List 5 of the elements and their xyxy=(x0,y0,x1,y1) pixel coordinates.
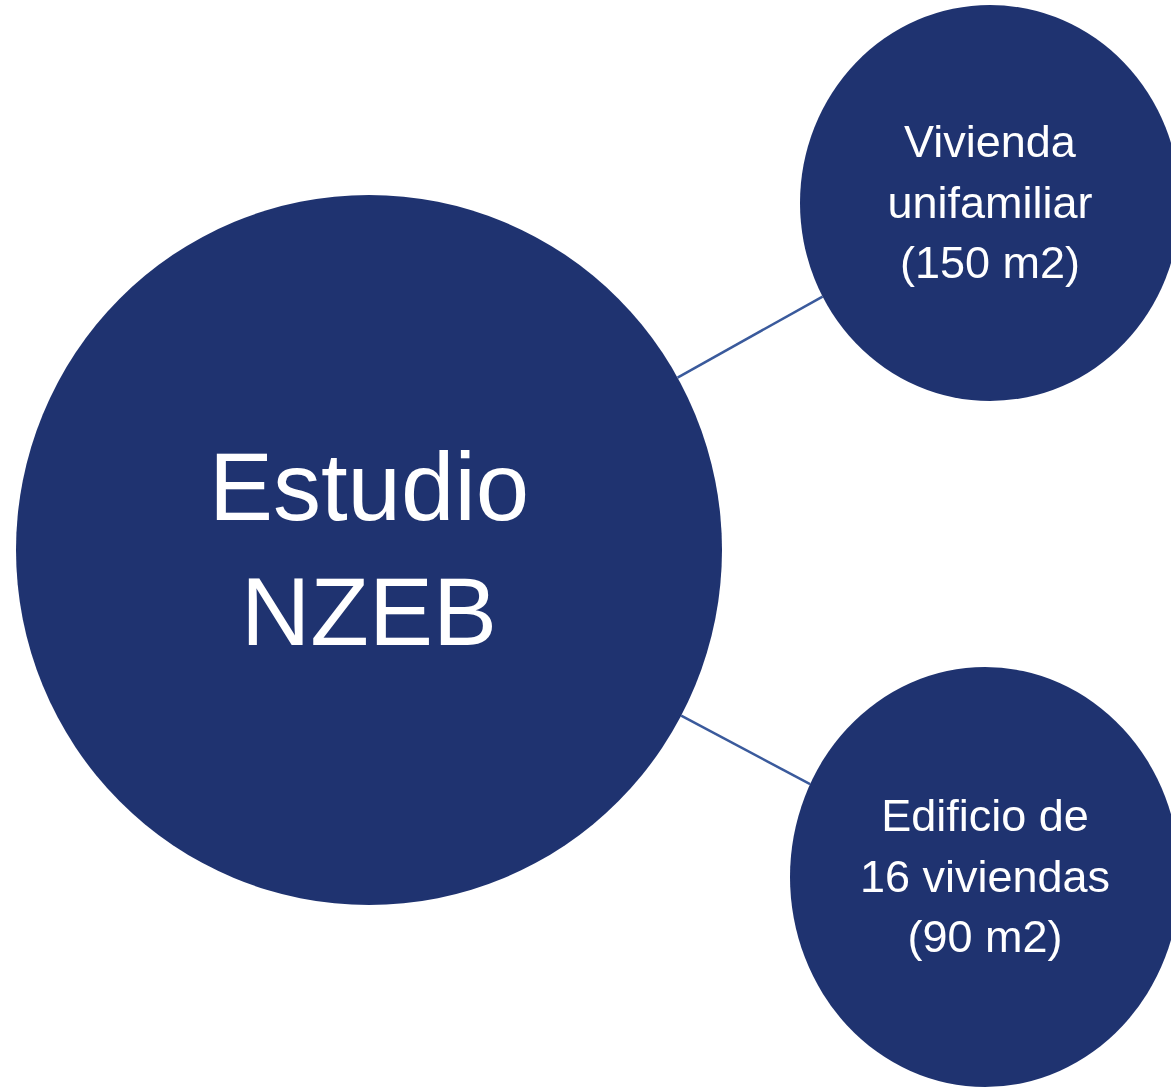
node-label: Edificio de 16 viviendas (90 m2) xyxy=(858,788,1112,965)
connector-line xyxy=(680,714,811,786)
node-label: Estudio NZEB xyxy=(207,432,531,667)
connector-line xyxy=(676,295,824,379)
node-label: Vivienda unifamiliar (150 m2) xyxy=(886,114,1094,291)
